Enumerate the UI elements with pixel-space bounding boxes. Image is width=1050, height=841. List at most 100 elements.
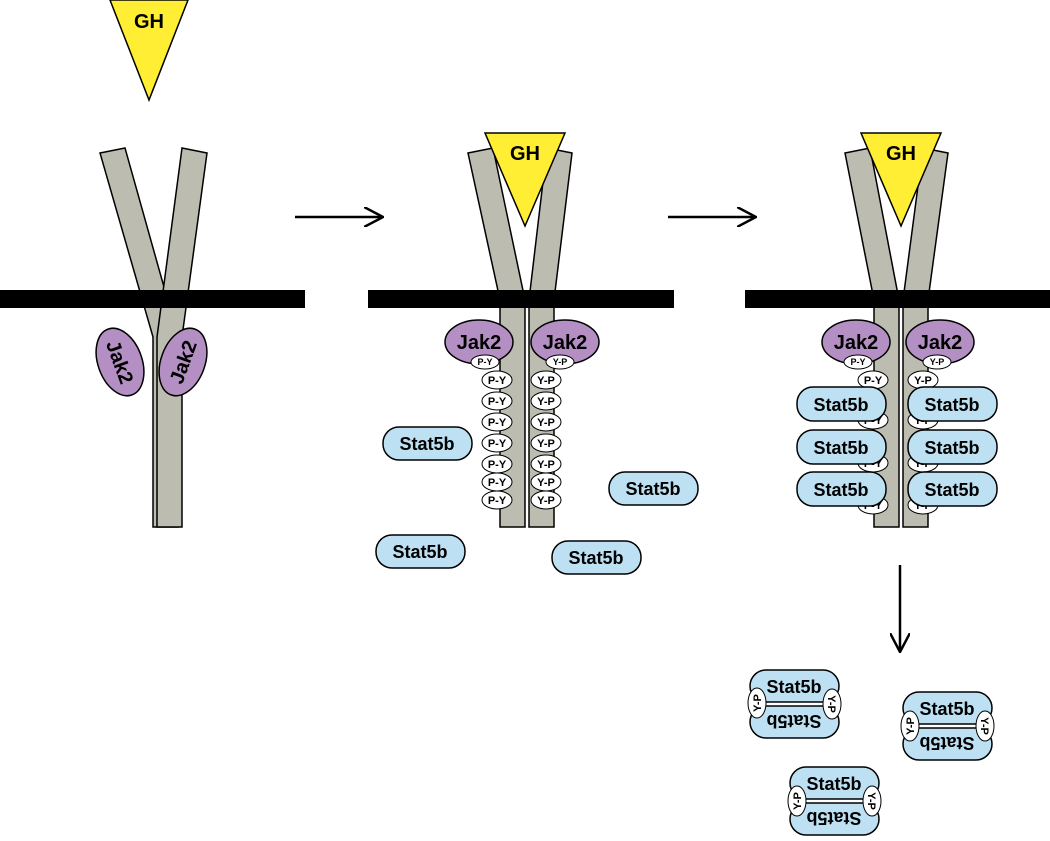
gh-label: GH xyxy=(886,143,916,165)
svg-text:Stat5b: Stat5b xyxy=(766,711,821,731)
panel-stat-recruited: GH Jak2 Jak2 P-Y Y-P P-Y P-Y P-Y P-Y Y-P… xyxy=(745,132,1050,528)
phosphotyrosine: P-Y xyxy=(857,370,889,390)
svg-text:Y-P: Y-P xyxy=(905,717,917,735)
svg-text:Stat5b: Stat5b xyxy=(919,733,974,753)
phosphotyrosine: P-Y xyxy=(481,490,513,510)
phosphotyrosine-ladder-left: P-Y P-Y P-Y P-Y P-Y P-Y P-Y xyxy=(481,370,513,510)
cell-membrane xyxy=(745,290,1050,308)
gh-label: GH xyxy=(134,11,164,33)
svg-text:Y-P: Y-P xyxy=(865,792,877,810)
svg-text:Stat5b: Stat5b xyxy=(568,548,623,568)
phosphotyrosine: Y-P xyxy=(530,433,562,453)
phosphotyrosine: Y-P xyxy=(530,370,562,390)
phosphotyrosine: P-Y xyxy=(481,433,513,453)
stat5b-free: Stat5b xyxy=(551,540,642,575)
svg-text:P-Y: P-Y xyxy=(488,459,507,471)
phosphotyrosine: Y-P xyxy=(747,687,767,719)
stat5b-docked: Stat5b xyxy=(907,429,998,465)
svg-text:Y-P: Y-P xyxy=(537,417,555,429)
svg-text:Y-P: Y-P xyxy=(537,396,555,408)
panel-unbound: GH Jak2 Jak2 xyxy=(0,0,305,528)
svg-text:P-Y: P-Y xyxy=(850,357,865,367)
cell-membrane xyxy=(0,290,305,308)
phosphotyrosine-ladder-right: Y-P Y-P Y-P Y-P Y-P Y-P Y-P xyxy=(530,370,562,510)
svg-text:Stat5b: Stat5b xyxy=(392,542,447,562)
phosphotyrosine: Y-P xyxy=(862,785,882,817)
jak2-right: Jak2 xyxy=(905,319,975,365)
gh-ligand xyxy=(109,0,189,103)
svg-text:Y-P: Y-P xyxy=(537,375,555,387)
svg-text:P-Y: P-Y xyxy=(488,477,507,489)
svg-text:Stat5b: Stat5b xyxy=(813,438,868,458)
svg-text:P-Y: P-Y xyxy=(488,417,507,429)
svg-text:Y-P: Y-P xyxy=(537,438,555,450)
cell-membrane xyxy=(368,290,674,308)
stat5b-free: Stat5b xyxy=(608,471,699,506)
jak2-label: Jak2 xyxy=(834,332,879,354)
svg-text:Y-P: Y-P xyxy=(553,357,568,367)
svg-text:Stat5b: Stat5b xyxy=(813,395,868,415)
svg-text:Stat5b: Stat5b xyxy=(813,480,868,500)
svg-text:P-Y: P-Y xyxy=(488,375,507,387)
phosphotyrosine: Y-P xyxy=(530,490,562,510)
phosphotyrosine: Y-P xyxy=(907,370,939,390)
jak2-label: Jak2 xyxy=(457,332,502,354)
svg-text:Stat5b: Stat5b xyxy=(924,438,979,458)
phosphotyrosine: P-Y xyxy=(481,412,513,432)
stat5b-dimer: Stat5b Stat5b Y-P Y-P xyxy=(900,691,995,761)
svg-text:Y-P: Y-P xyxy=(930,357,945,367)
svg-text:Stat5b: Stat5b xyxy=(806,808,861,828)
phosphotyrosine: Y-P xyxy=(822,688,842,720)
jak2-left: Jak2 xyxy=(821,319,891,365)
svg-text:Stat5b: Stat5b xyxy=(399,434,454,454)
gh-ligand xyxy=(859,132,943,228)
svg-text:P-Y: P-Y xyxy=(477,357,492,367)
svg-text:P-Y: P-Y xyxy=(488,495,507,507)
stat5b-docked: Stat5b xyxy=(907,386,998,422)
jak2-phospho-right: Y-P xyxy=(922,354,952,370)
stat5b-free: Stat5b xyxy=(375,534,466,569)
jak2-right: Jak2 xyxy=(158,327,208,397)
phosphotyrosine: P-Y xyxy=(481,370,513,390)
svg-text:Y-P: Y-P xyxy=(825,695,837,713)
phosphotyrosine: Y-P xyxy=(530,472,562,492)
stat5b-free: Stat5b xyxy=(382,426,473,461)
phosphotyrosine: Y-P xyxy=(530,454,562,474)
gh-ligand xyxy=(483,132,567,228)
phosphotyrosine: Y-P xyxy=(530,412,562,432)
panel-bound: GH Jak2 Jak2 P-Y Y-P P-Y P-Y P-Y P-Y P-Y… xyxy=(368,132,699,575)
stat5b-dimer: Stat5b Stat5b Y-P Y-P xyxy=(747,669,842,739)
svg-text:Y-P: Y-P xyxy=(537,495,555,507)
svg-text:P-Y: P-Y xyxy=(488,396,507,408)
svg-text:Stat5b: Stat5b xyxy=(919,699,974,719)
phosphotyrosine: P-Y xyxy=(481,391,513,411)
jak2-phospho-right: Y-P xyxy=(545,354,575,370)
phosphotyrosine: P-Y xyxy=(481,472,513,492)
svg-text:P-Y: P-Y xyxy=(864,375,883,387)
svg-text:Y-P: Y-P xyxy=(978,717,990,735)
svg-text:Stat5b: Stat5b xyxy=(766,677,821,697)
svg-text:Y-P: Y-P xyxy=(752,694,764,712)
stat5b-docked: Stat5b xyxy=(796,471,887,507)
svg-text:Y-P: Y-P xyxy=(537,459,555,471)
stat5b-dimer: Stat5b Stat5b Y-P Y-P xyxy=(787,766,882,836)
svg-text:Stat5b: Stat5b xyxy=(924,395,979,415)
jak2-label: Jak2 xyxy=(918,332,963,354)
svg-text:P-Y: P-Y xyxy=(488,438,507,450)
phosphotyrosine: Y-P xyxy=(975,710,995,742)
phosphotyrosine: Y-P xyxy=(530,391,562,411)
phosphotyrosine: P-Y xyxy=(481,454,513,474)
svg-text:Stat5b: Stat5b xyxy=(625,479,680,499)
stat5b-docked: Stat5b xyxy=(796,429,887,465)
svg-text:Stat5b: Stat5b xyxy=(806,774,861,794)
phosphotyrosine: Y-P xyxy=(787,785,807,817)
phosphotyrosine: Y-P xyxy=(900,710,920,742)
jak2-phospho-left: P-Y xyxy=(470,354,500,370)
jak2-label: Jak2 xyxy=(543,332,588,354)
jak2-left: Jak2 xyxy=(95,327,145,397)
jak2-left: Jak2 xyxy=(444,319,514,365)
stat5b-docked: Stat5b xyxy=(796,386,887,422)
jak2-phospho-left: P-Y xyxy=(843,354,873,370)
svg-text:Y-P: Y-P xyxy=(914,375,932,387)
